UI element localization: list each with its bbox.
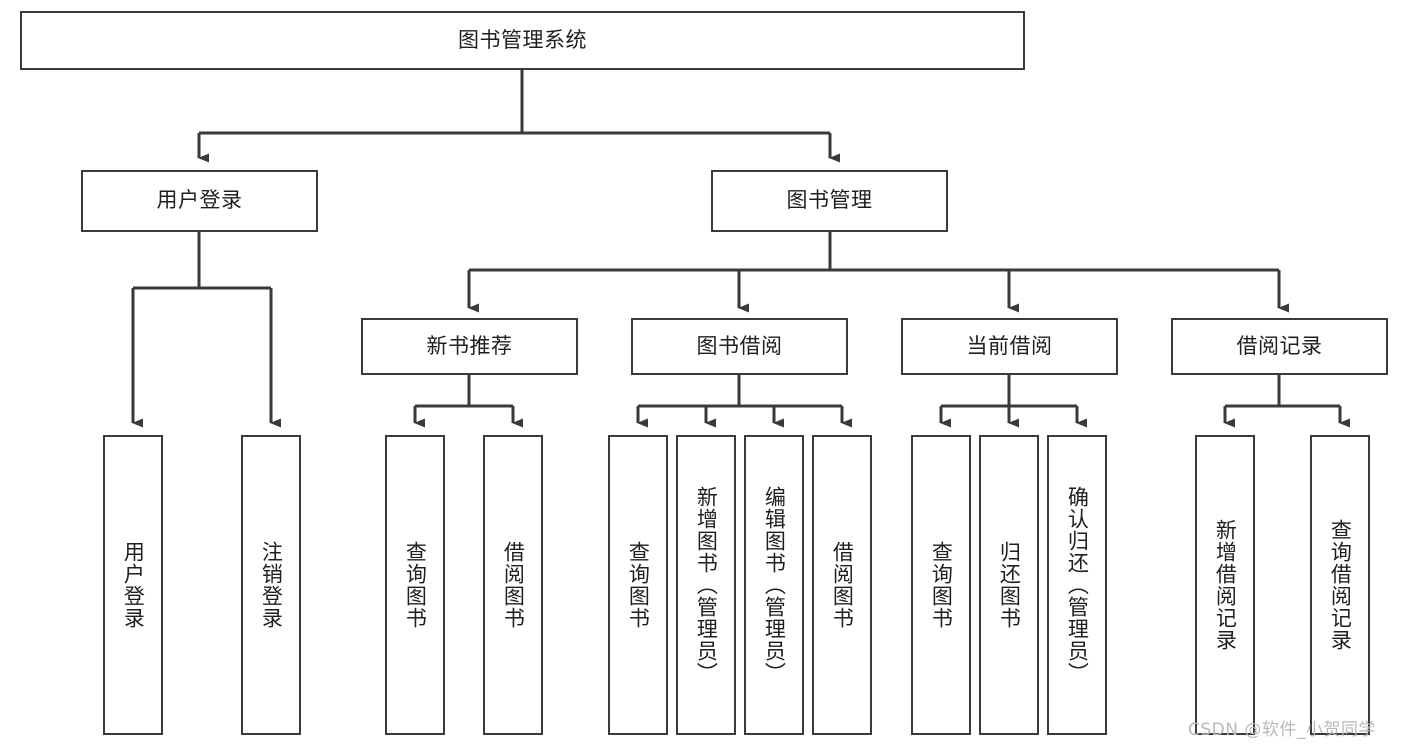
node-borrow-record[interactable]: 借阅记录 [1171,318,1388,375]
node-label: 新增图书（管理员） [694,486,719,684]
node-current-borrow[interactable]: 当前借阅 [901,318,1118,375]
node-leaf-return-book[interactable]: 归还图书 [979,435,1039,735]
node-label: 用户登录 [121,541,146,629]
node-label: 归还图书 [997,541,1022,629]
node-label: 查询图书 [626,541,651,629]
node-label: 用户登录 [156,188,243,213]
node-leaf-borrow-book[interactable]: 借阅图书 [812,435,872,735]
node-label: 图书借阅 [696,333,783,358]
node-user-login[interactable]: 用户登录 [81,170,318,232]
node-label: 查询图书 [929,541,954,629]
node-leaf-add-borrow-record[interactable]: 新增借阅记录 [1195,435,1255,735]
node-leaf-confirm-return-admin[interactable]: 确认归还（管理员） [1047,435,1107,735]
node-label: 当前借阅 [966,333,1053,358]
node-label: 查询图书 [403,541,428,629]
node-leaf-query-borrow-record[interactable]: 查询借阅记录 [1310,435,1370,735]
node-leaf-query-book-recommend[interactable]: 查询图书 [385,435,445,735]
node-leaf-add-book-admin[interactable]: 新增图书（管理员） [676,435,736,735]
node-leaf-logout[interactable]: 注销登录 [241,435,301,735]
node-label: 编辑图书（管理员） [762,486,787,684]
node-label: 借阅图书 [830,541,855,629]
node-label: 借阅记录 [1236,333,1323,358]
node-label: 查询借阅记录 [1328,519,1353,651]
node-label: 确认归还（管理员） [1065,486,1090,684]
node-book-management[interactable]: 图书管理 [711,170,948,232]
node-label: 注销登录 [259,541,284,629]
node-leaf-borrow-book-recommend[interactable]: 借阅图书 [483,435,543,735]
node-book-management-system[interactable]: 图书管理系统 [20,11,1025,70]
node-leaf-query-book-current[interactable]: 查询图书 [911,435,971,735]
node-leaf-user-login[interactable]: 用户登录 [103,435,163,735]
node-label: 新书推荐 [426,333,513,358]
node-new-book-recommend[interactable]: 新书推荐 [361,318,578,375]
node-label: 图书管理系统 [458,27,587,52]
node-book-borrow[interactable]: 图书借阅 [631,318,848,375]
node-leaf-query-book-borrow[interactable]: 查询图书 [608,435,668,735]
node-label: 新增借阅记录 [1213,519,1238,651]
node-label: 借阅图书 [501,541,526,629]
node-label: 图书管理 [786,188,873,213]
node-leaf-edit-book-admin[interactable]: 编辑图书（管理员） [744,435,804,735]
